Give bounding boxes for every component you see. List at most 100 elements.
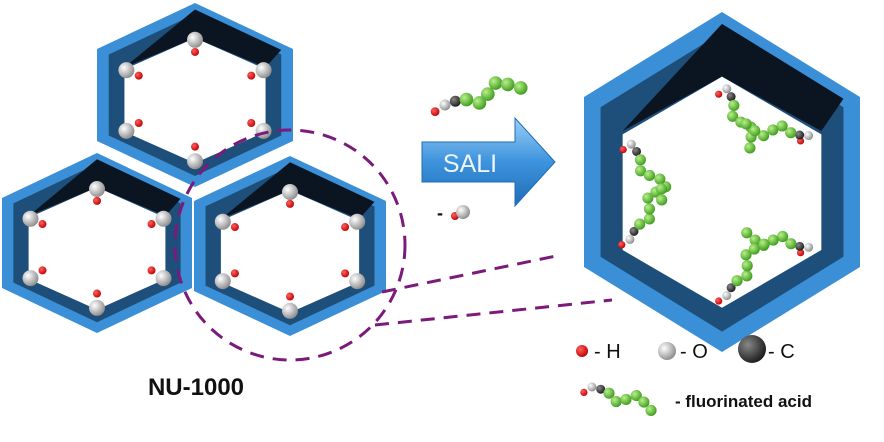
- zoom-line-bottom: [374, 298, 613, 327]
- oxygen-atom: [282, 184, 298, 200]
- hydrogen-atom: [619, 145, 627, 154]
- oxygen-atom: [456, 205, 470, 219]
- carbon-atom: [726, 92, 736, 102]
- fluorine-atom: [643, 169, 656, 182]
- carbon-atom: [726, 283, 736, 293]
- fluorine-atom: [749, 234, 761, 246]
- legend-c: - C: [768, 341, 795, 363]
- hydrogen-atom: [134, 71, 143, 80]
- hydroxyl-molecule: [451, 205, 470, 220]
- carbon-atom: [795, 241, 805, 251]
- fluorine-atom: [740, 249, 752, 261]
- oxygen-atom: [89, 299, 105, 316]
- fluorine-atom: [744, 142, 756, 154]
- fluorine-atom: [642, 192, 654, 204]
- fluorine-atom: [785, 238, 797, 250]
- nu-1000-title: NU-1000: [148, 374, 244, 401]
- oxygen-atom: [155, 270, 172, 287]
- fluorine-atom: [655, 183, 668, 195]
- fluorine-atom: [767, 234, 779, 246]
- hydrogen-atom: [430, 107, 440, 116]
- fluorine-atom: [603, 387, 615, 399]
- oxygen-atom: [89, 181, 105, 197]
- hydrogen-atom: [38, 220, 47, 229]
- fluorinated-acid-icon: [580, 382, 657, 417]
- hydrogen-atom: [191, 142, 199, 151]
- hydrogen-atom: [341, 223, 350, 232]
- hydrogen-atom: [341, 269, 350, 278]
- carbon-atom: [629, 226, 639, 236]
- fluorine-atom: [643, 203, 655, 215]
- oxygen-atom: [804, 242, 814, 252]
- fluorine-atom: [620, 393, 632, 405]
- hex-pore-space: [220, 190, 360, 313]
- fluorine-atom: [645, 404, 657, 417]
- hydrogen-atom: [147, 266, 156, 275]
- oxygen-atom: [255, 122, 272, 139]
- fluorine-atom: [728, 99, 740, 112]
- hydrogen-atom: [286, 292, 294, 301]
- fluorine-atom: [731, 275, 743, 287]
- fluorine-atom: [638, 396, 650, 408]
- oxygen-atom: [439, 99, 451, 111]
- hexagonal-pore: [97, 3, 293, 187]
- hex-wall-shadow: [622, 23, 844, 131]
- fluorine-atom: [727, 110, 739, 122]
- hydrogen-atom: [93, 289, 101, 298]
- legend-h: - H: [594, 341, 621, 363]
- hydrogen-atom: [38, 266, 47, 275]
- fluorine-atom: [634, 154, 646, 166]
- fluorine-atom: [749, 125, 761, 137]
- hydrogen-atom: [134, 118, 143, 127]
- hex-pore-space: [28, 187, 166, 310]
- oxygen-atom: [804, 131, 814, 141]
- fluorine-atom: [777, 230, 789, 243]
- oxygen-atom: [22, 270, 39, 287]
- fluorine-atom: [488, 76, 503, 90]
- removed-dash: -: [437, 203, 443, 223]
- hydrogen-atom: [230, 269, 239, 278]
- oxygen-atom: [187, 31, 203, 48]
- oxygen-atom: [214, 273, 231, 290]
- legend-o: - O: [680, 341, 708, 363]
- fluorine-atom: [654, 173, 666, 185]
- oxygen-atom: [587, 382, 597, 392]
- oxygen-atom: [349, 273, 366, 290]
- oxygen-atom: [118, 62, 135, 79]
- oxygen-atom: [625, 234, 635, 244]
- carbon-atom: [449, 95, 461, 107]
- nu-1000-framework: [2, 3, 386, 336]
- fluorine-atom: [785, 127, 797, 139]
- fluorine-atom: [748, 243, 760, 255]
- hydrogen-icon: [576, 345, 588, 357]
- hexagonal-pore: [194, 156, 386, 336]
- zoom-line-top: [381, 254, 557, 294]
- fluorine-atom: [610, 395, 622, 408]
- fluorine-atom: [741, 260, 753, 272]
- fluorine-atom: [643, 213, 655, 225]
- oxygen-icon: [658, 342, 676, 360]
- hydrogen-atom: [796, 249, 805, 257]
- legend-acid: - fluorinated acid: [675, 392, 812, 411]
- fluorine-atom: [500, 77, 515, 92]
- carbon-atom: [596, 384, 606, 394]
- fluorine-atom: [634, 165, 647, 177]
- oxygen-atom: [282, 302, 298, 319]
- fluorine-atom: [634, 218, 646, 230]
- carbon-atom: [795, 130, 805, 140]
- functionalized-pore: [584, 12, 860, 352]
- oxygen-atom: [722, 84, 732, 94]
- fluorine-atom: [630, 389, 642, 402]
- oxygen-atom: [255, 62, 272, 79]
- fluorine-atom: [741, 270, 753, 282]
- fluorine-atom: [741, 227, 753, 239]
- hex-pore-space: [124, 37, 266, 164]
- hydrogen-atom: [147, 220, 156, 229]
- hexagonal-pore: [2, 153, 192, 333]
- oxygen-atom: [155, 210, 172, 227]
- carbon-icon: [738, 335, 766, 363]
- legend: - H - O - C - fluorinated acid: [576, 335, 812, 417]
- fluorine-atom: [656, 194, 668, 206]
- oxygen-atom: [118, 122, 135, 139]
